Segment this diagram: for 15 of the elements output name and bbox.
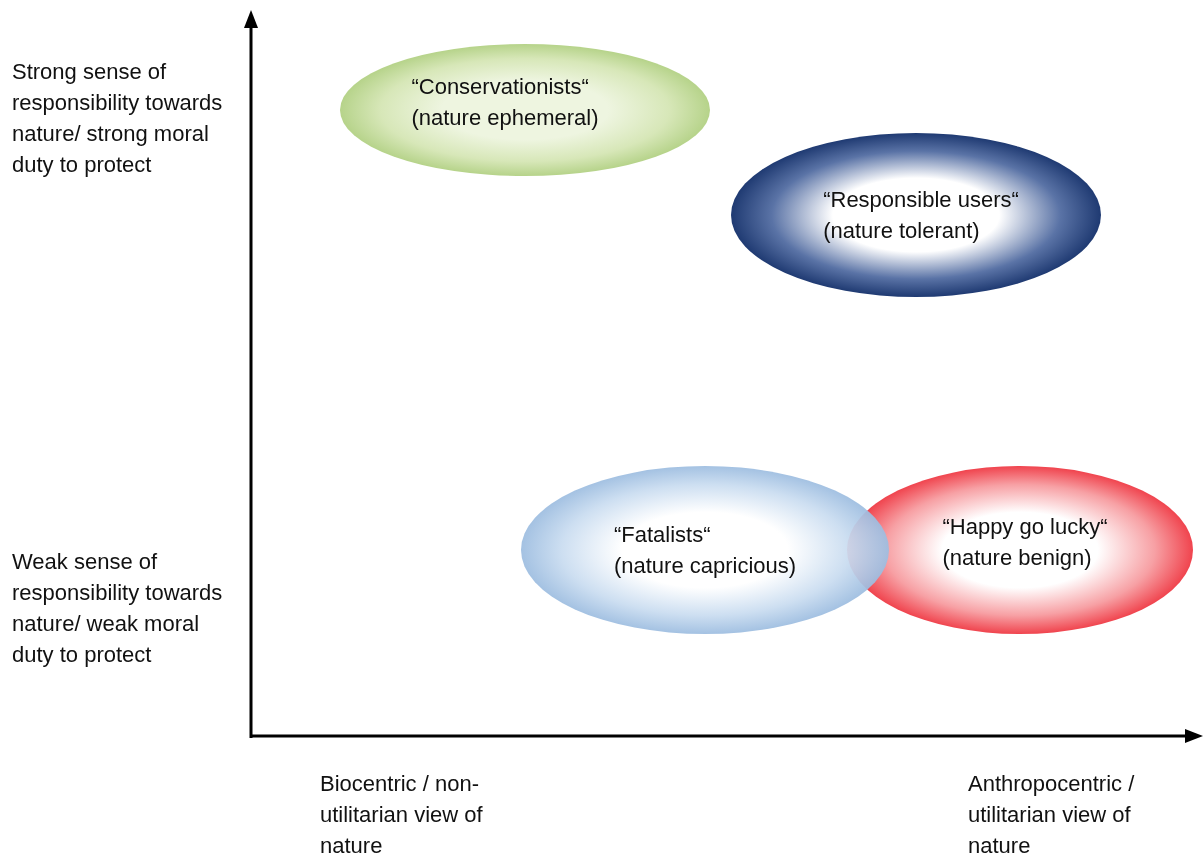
x-axis-label: Anthropocentric / utilitarian view of nature — [968, 770, 1136, 856]
nature-view: (nature benign) — [942, 544, 1092, 572]
nature-view: (nature tolerant) — [823, 217, 980, 245]
y-axis-label: Weak sense of responsibility towards nature/ weak moral duty to protect — [12, 548, 224, 669]
y-axis-label: Strong sense of responsibility towards nature/ strong moral duty to protect — [12, 58, 224, 179]
x-axis-label: Biocentric / non-utilitarian view of nature — [320, 770, 484, 856]
group-name: “Responsible users“ — [823, 186, 1019, 214]
group-name: “Conservationists“ — [411, 73, 589, 101]
group-name: “Happy go lucky“ — [942, 513, 1108, 541]
ellipse-node — [340, 44, 710, 176]
group-name: “Fatalists“ — [613, 521, 711, 549]
ellipse-node — [521, 466, 889, 634]
ellipse-node — [731, 133, 1101, 297]
nature-view: (nature capricious) — [613, 552, 797, 580]
nature-view: (nature ephemeral) — [411, 104, 599, 132]
